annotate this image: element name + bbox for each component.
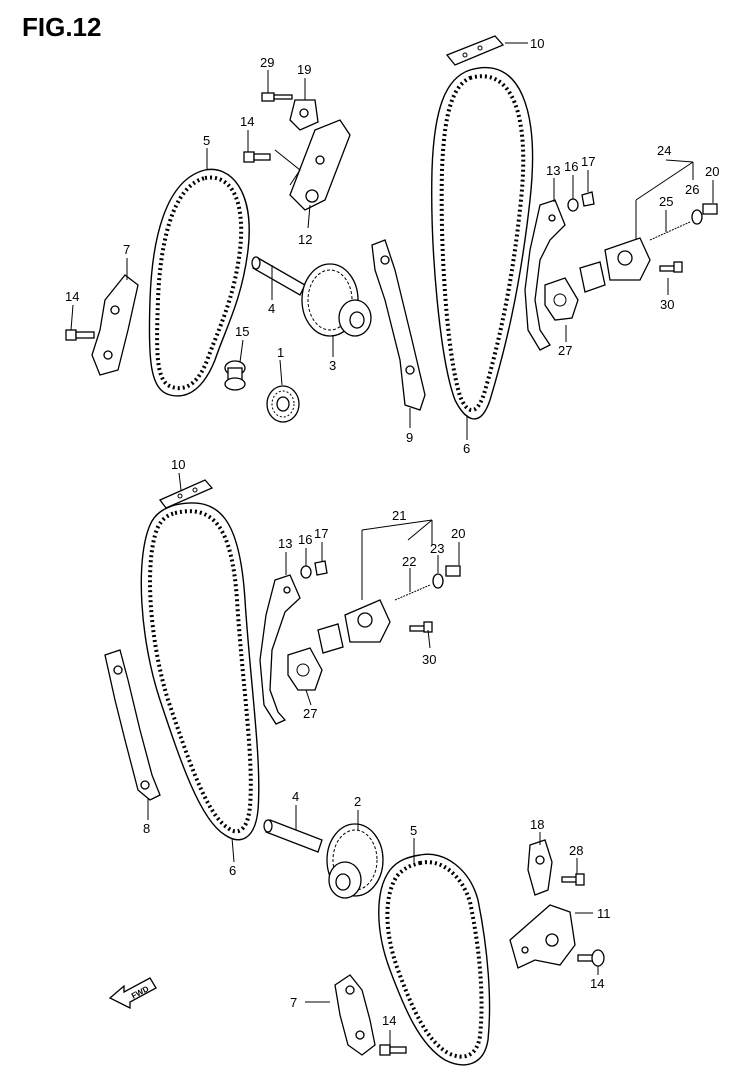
bolt-20-lower[interactable] — [445, 565, 461, 577]
bolt-14-lower-a[interactable] — [379, 1044, 407, 1056]
chain-guide-8[interactable] — [104, 649, 161, 801]
label-13: 13 — [546, 163, 560, 178]
sprocket-1[interactable] — [266, 385, 300, 423]
bolt-20-upper[interactable] — [702, 203, 718, 215]
cam-chain-5-lower[interactable] — [378, 853, 491, 1066]
chain-guide-7-upper[interactable] — [91, 274, 139, 376]
bolt-15[interactable] — [224, 360, 246, 391]
label-4: 4 — [292, 789, 299, 804]
pin-4-upper[interactable] — [251, 256, 306, 296]
label-5: 5 — [410, 823, 417, 838]
spring-25[interactable] — [649, 221, 691, 241]
label-20: 20 — [705, 164, 719, 179]
idle-gear-2[interactable] — [326, 823, 384, 899]
label-30: 30 — [422, 652, 436, 667]
label-5: 5 — [203, 133, 210, 148]
tensioner-11[interactable] — [509, 904, 576, 969]
cam-chain-6-lower[interactable] — [140, 502, 260, 841]
label-25: 25 — [659, 194, 673, 209]
bolt-30-upper[interactable] — [659, 261, 683, 273]
cam-chain-5-upper[interactable] — [148, 168, 250, 397]
bolt-28[interactable] — [561, 873, 585, 886]
bolt-17-upper[interactable] — [581, 191, 595, 207]
label-17: 17 — [314, 526, 328, 541]
bolt-17-lower[interactable] — [314, 560, 328, 576]
washer-16-lower[interactable] — [300, 565, 312, 579]
label-11: 11 — [597, 906, 611, 921]
label-21: 21 — [392, 508, 406, 523]
spring-22[interactable] — [394, 584, 431, 601]
label-18: 18 — [530, 817, 544, 832]
leader-lines — [70, 42, 714, 1045]
tensioner-adjuster-24[interactable] — [579, 237, 651, 293]
label-10: 10 — [171, 457, 185, 472]
label-28: 28 — [569, 843, 583, 858]
part-18[interactable] — [527, 839, 553, 896]
label-30: 30 — [660, 297, 674, 312]
tensioner-arm-13-upper[interactable] — [524, 199, 566, 351]
tensioner-12[interactable] — [274, 119, 351, 211]
label-15: 15 — [235, 324, 249, 339]
label-7: 7 — [123, 242, 130, 257]
label-4: 4 — [268, 301, 275, 316]
chain-guide-9[interactable] — [371, 239, 426, 411]
label-19: 19 — [297, 62, 311, 77]
label-23: 23 — [430, 541, 444, 556]
gasket-27-lower[interactable] — [287, 647, 323, 691]
label-6: 6 — [229, 863, 236, 878]
part-19[interactable] — [289, 99, 319, 131]
label-3: 3 — [329, 358, 336, 373]
label-14: 14 — [65, 289, 79, 304]
bolt-14-upper-b[interactable] — [65, 329, 95, 341]
label-14: 14 — [240, 114, 254, 129]
idle-gear-3[interactable] — [301, 263, 372, 337]
chain-guide-10-lower[interactable] — [158, 479, 214, 509]
cam-chain-6-upper[interactable] — [431, 66, 534, 420]
chain-guide-7-lower[interactable] — [334, 974, 376, 1056]
label-20: 20 — [451, 526, 465, 541]
part-labels: 29 19 14 5 12 7 14 4 15 1 3 9 6 10 13 16… — [65, 36, 719, 1028]
label-8: 8 — [143, 821, 150, 836]
label-24: 24 — [657, 143, 671, 158]
label-26: 26 — [685, 182, 699, 197]
label-13: 13 — [278, 536, 292, 551]
label-29: 29 — [260, 55, 274, 70]
label-27: 27 — [558, 343, 572, 358]
bolt-30-lower[interactable] — [409, 621, 433, 633]
bolt-14-upper-a[interactable] — [243, 151, 271, 163]
fwd-arrow-icon: FWD — [108, 977, 157, 1010]
label-17: 17 — [581, 154, 595, 169]
tensioner-arm-13-lower[interactable] — [259, 574, 301, 725]
label-9: 9 — [406, 430, 413, 445]
label-12: 12 — [298, 232, 312, 247]
washer-16-upper[interactable] — [567, 198, 579, 212]
label-10: 10 — [530, 36, 544, 51]
label-22: 22 — [402, 554, 416, 569]
tensioner-adjuster-21[interactable] — [317, 599, 391, 654]
figure-title: FIG.12 — [22, 12, 102, 42]
label-27: 27 — [303, 706, 317, 721]
washer-23[interactable] — [432, 573, 444, 589]
label-7: 7 — [290, 995, 297, 1010]
bolt-29[interactable] — [261, 92, 293, 102]
label-16: 16 — [564, 159, 578, 174]
gasket-27-upper[interactable] — [544, 277, 579, 321]
washer-26[interactable] — [691, 209, 703, 225]
label-2: 2 — [354, 794, 361, 809]
bolt-14-lower-b[interactable] — [577, 949, 605, 967]
chain-guide-10-upper[interactable] — [445, 35, 505, 66]
label-14: 14 — [382, 1013, 396, 1028]
label-16: 16 — [298, 532, 312, 547]
label-14: 14 — [590, 976, 604, 991]
label-1: 1 — [277, 345, 284, 360]
label-6: 6 — [463, 441, 470, 456]
pin-4-lower[interactable] — [263, 819, 323, 853]
